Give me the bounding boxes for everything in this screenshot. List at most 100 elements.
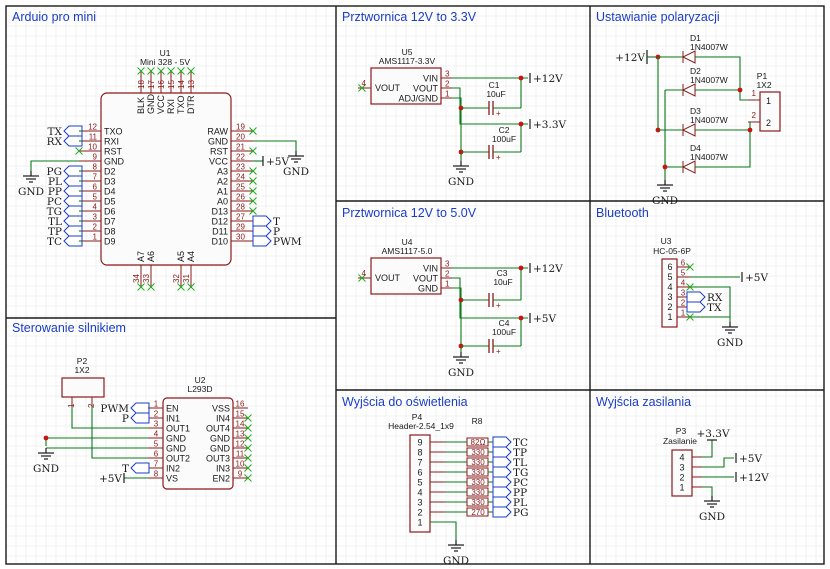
u3-pin-index: 2	[681, 299, 686, 308]
u1-pin-number: 25	[236, 183, 245, 192]
net-flag-label: TL	[513, 457, 527, 469]
u1-pin-name: D11	[212, 227, 228, 237]
u2-pin-number: 12	[236, 440, 245, 449]
c4-value: 100uF	[492, 327, 516, 337]
u1-pin-name: RST	[104, 147, 123, 157]
u1-pin-number: 23	[236, 163, 245, 172]
net-flag-label: P	[273, 226, 280, 238]
junction-dot	[737, 87, 743, 93]
p1-pin-label: 1	[766, 96, 771, 106]
p3-pin-number: 3	[679, 463, 684, 473]
wire	[690, 316, 731, 322]
u1-pin-number: 1	[93, 233, 98, 242]
wire	[430, 521, 457, 540]
u1-pin-name: D13	[211, 207, 228, 217]
no-connect-mark	[244, 434, 252, 442]
net-flag	[492, 496, 512, 508]
u2-pin-name: GND	[166, 444, 187, 454]
u5-pin-name: VIN	[423, 74, 438, 84]
section-title-reg50: Prztwornica 12V to 5.0V	[342, 206, 477, 220]
u1-pin-number: 30	[236, 233, 245, 242]
u1-pin-name: TXO	[176, 95, 186, 114]
u5-ref: U5	[402, 47, 413, 57]
p4-pin-number: 3	[417, 498, 422, 508]
gnd-label: GND	[717, 337, 743, 349]
u2-pin-number: 11	[236, 450, 245, 459]
u3-pin-number: 1	[667, 312, 672, 322]
u1-pin-number: 24	[236, 173, 245, 182]
net-flag-label: RX	[707, 292, 723, 304]
diode-ref: D3	[690, 106, 701, 116]
p1-pin-number: 2	[752, 111, 757, 120]
u2-pin-number: 2	[154, 410, 159, 419]
section-title-polar: Ustawianie polaryzacji	[596, 10, 720, 24]
u2-ref: U2	[195, 375, 206, 385]
power-label: +5V	[739, 453, 762, 465]
wire	[702, 440, 713, 458]
u1-pin-number: 19	[236, 123, 245, 132]
net-flag-label: PP	[48, 186, 62, 198]
u4-body	[370, 257, 442, 295]
u1-pin-number: 29	[236, 223, 245, 232]
power-label: +12V	[739, 472, 769, 484]
r8-ref: R8	[472, 416, 483, 426]
p4-pin-number: 2	[417, 508, 422, 518]
u1-pin-number: 31	[182, 274, 191, 283]
net-flag	[130, 462, 150, 474]
u1-pin-number: 10	[88, 143, 97, 152]
u1-pin-number: 2	[93, 223, 98, 232]
u3-pin-number: 6	[667, 262, 672, 272]
u1-pin-name: D3	[104, 177, 116, 187]
u1-pin-name: A5	[176, 251, 186, 262]
u1-pin-name: A7	[136, 251, 146, 262]
p1-pin-number: 1	[752, 89, 757, 98]
net-flag	[130, 402, 150, 414]
no-connect-mark	[147, 283, 155, 291]
c1-ref: C1	[489, 80, 500, 90]
u2-pin-number: 5	[154, 440, 159, 449]
u3-value: HC-05-6P	[653, 246, 691, 256]
p4-value: Header-2.54_1x9	[388, 421, 454, 431]
u2-pin-name: EN2	[212, 474, 230, 484]
power-label: +3.3V	[533, 119, 566, 131]
net-flag	[492, 506, 512, 518]
power-label: +5V	[745, 272, 768, 284]
u3-pin-number: 4	[667, 282, 672, 292]
u1-pin-name: DTR	[186, 95, 196, 114]
wire	[452, 97, 462, 161]
no-connect-mark	[249, 177, 257, 185]
u1-body	[100, 92, 232, 266]
no-connect-mark	[249, 207, 257, 215]
no-connect-mark	[686, 283, 694, 291]
p4-pin-number: 9	[417, 438, 422, 448]
u4-pin-name: VOUT	[413, 274, 439, 284]
u2-supply-label: +5V	[99, 473, 122, 485]
p3-body	[671, 449, 693, 497]
u4-pin-number: 1	[445, 280, 450, 289]
u2-pin-name: OUT3	[206, 454, 230, 464]
u4-ref: U4	[402, 237, 413, 247]
gnd-label: GND	[18, 186, 44, 198]
u2-pin-number: 7	[154, 460, 159, 469]
no-connect-mark	[187, 67, 195, 75]
u5-pin-number: 2	[445, 80, 450, 89]
net-flag-label: PWM	[100, 403, 129, 415]
junction-dot	[518, 265, 524, 271]
u1-pin-number: 28	[236, 203, 245, 212]
p2-pin-number: 1	[67, 403, 76, 408]
no-connect-mark	[686, 313, 694, 321]
u1-pin-number: 32	[172, 274, 181, 283]
u3-pin-index: 4	[681, 279, 686, 288]
no-connect-mark	[686, 263, 694, 271]
u4-pin-number: 4	[362, 269, 367, 278]
power-label: +3.3V	[696, 428, 729, 440]
net-flag	[686, 301, 706, 313]
diode-value: 1N4007W	[690, 152, 728, 162]
u1-pin-name: D4	[104, 187, 116, 197]
p1-value: 1X2	[756, 80, 771, 90]
power-label: +5V	[266, 156, 289, 168]
u1-pin-name: RXI	[104, 137, 119, 147]
junction-dot	[43, 435, 49, 441]
section-title-output-light: Wyjścia do oświetlenia	[342, 395, 468, 409]
u3-body	[661, 258, 678, 328]
